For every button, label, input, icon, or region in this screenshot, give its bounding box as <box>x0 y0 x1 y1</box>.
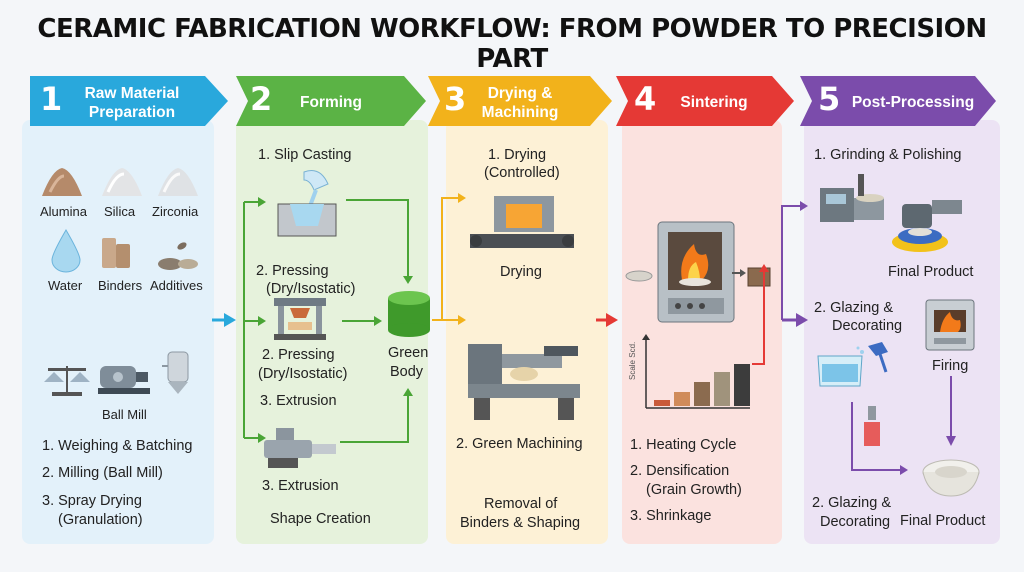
glazing-a-label: 2. Glazing & <box>814 300 893 316</box>
final-product-b-label: Final Product <box>900 513 986 529</box>
grinding-machine-icon <box>820 174 884 222</box>
material-label-water: Water <box>48 278 83 293</box>
stage5-label: Post-Processing <box>851 94 975 111</box>
stage1-label-line2: Preparation <box>88 104 176 121</box>
extrusion-b-label: 3. Extrusion <box>262 478 339 494</box>
pressing-b-detail: (Dry/Isostatic) <box>258 366 348 382</box>
drying-detail: (Controlled) <box>484 165 560 181</box>
stage3-panel <box>446 120 608 544</box>
stage3-label-line2: Machining <box>481 104 559 121</box>
stage4-header-arrow <box>616 76 794 126</box>
stage4-step-2: 2. Densification <box>630 463 730 479</box>
green-body-label-line1: Green <box>388 345 429 361</box>
stage1-label-line1: Raw Material <box>84 85 180 102</box>
pressing-machine-icon <box>274 298 326 340</box>
additives-icon <box>158 242 198 270</box>
stage3-header-arrow <box>428 76 612 126</box>
stage2-header-arrow <box>236 76 426 126</box>
stage1-step-3: 3. Spray Drying <box>42 493 142 509</box>
extrusion-a-label: 3. Extrusion <box>260 393 337 409</box>
sintering-furnace-icon <box>657 221 735 323</box>
page-title: CERAMIC FABRICATION WORKFLOW: FROM POWDE… <box>37 14 987 74</box>
stage2-number: 2 <box>250 80 273 118</box>
material-label-binders: Binders <box>98 278 143 293</box>
drying-label: 1. Drying <box>488 147 547 163</box>
slip-casting-label: 1. Slip Casting <box>258 147 352 163</box>
glaze-tank-spray-icon <box>817 342 888 387</box>
water-drop-icon <box>51 229 81 273</box>
ball-mill-label: Ball Mill <box>102 407 147 422</box>
forming-flow-lines <box>243 197 413 443</box>
flow-arrow-3-to-4 <box>596 313 618 327</box>
green-machining-label: 2. Green Machining <box>456 436 583 452</box>
polishing-machine-icon <box>892 200 962 252</box>
stage3-footer-line2: Binders & Shaping <box>460 515 581 531</box>
dipping-tool-icon <box>864 406 880 446</box>
green-disc-input-icon <box>625 270 653 282</box>
stage1-step-3-detail: (Granulation) <box>58 512 143 528</box>
stage1-number: 1 <box>40 80 63 118</box>
stage3-number: 3 <box>444 80 467 118</box>
drying-caption: Drying <box>500 264 542 280</box>
stage5-header-arrow <box>800 76 996 126</box>
stage1-step-1: 1. Weighing & Batching <box>42 438 193 454</box>
firing-label: Firing <box>932 358 969 374</box>
alumina-powder-icon <box>42 168 82 196</box>
post-processing-flow-lines <box>851 402 908 475</box>
scale-icon <box>44 366 90 396</box>
silica-powder-icon <box>102 168 142 196</box>
pressing-a-detail: (Dry/Isostatic) <box>266 281 356 297</box>
stage1-header-arrow <box>30 76 228 126</box>
flow-arrow-4-to-5 <box>781 201 808 327</box>
stage1-step-2: 2. Milling (Ball Mill) <box>42 465 163 481</box>
firing-kiln-icon <box>925 299 975 351</box>
zirconia-powder-icon <box>158 168 198 196</box>
drying-oven-conveyor-icon <box>470 196 574 248</box>
material-label-silica: Silica <box>104 204 136 219</box>
flow-arrow-1-to-2 <box>212 313 236 327</box>
stage4-label: Sintering <box>680 94 748 111</box>
sintered-block-icon <box>747 267 771 287</box>
stage4-step-2-detail: (Grain Growth) <box>646 482 742 498</box>
stage2-footer: Shape Creation <box>270 511 371 527</box>
firing-to-product-arrow <box>946 376 956 446</box>
material-label-zirconia: Zirconia <box>152 204 199 219</box>
spray-dryer-icon <box>162 351 189 394</box>
stage3-footer-line1: Removal of <box>484 496 558 512</box>
stage5-number: 5 <box>818 80 841 118</box>
material-label-additives: Additives <box>150 278 203 293</box>
glazing-b-detail: Decorating <box>820 514 891 530</box>
glazing-b-label: 2. Glazing & <box>812 495 891 511</box>
ball-mill-icon <box>98 366 150 394</box>
stage4-panel <box>622 120 782 544</box>
stage4-step-1: 1. Heating Cycle <box>630 437 737 453</box>
shrinkage-chart <box>642 264 769 409</box>
lathe-machine-icon <box>468 344 580 420</box>
stage4-step-3: 3. Shrinkage <box>630 508 712 524</box>
material-label-alumina: Alumina <box>40 204 87 219</box>
pressing-b-label: 2. Pressing <box>262 347 335 363</box>
glazing-a-detail: Decorating <box>832 318 903 334</box>
green-body-cylinder-icon <box>388 291 430 337</box>
final-product-bowl-icon <box>922 459 980 497</box>
grinding-polishing-label: 1. Grinding & Polishing <box>814 147 962 163</box>
stage3-label-line1: Drying & <box>487 85 553 102</box>
stage2-label: Forming <box>300 94 362 111</box>
furnace-to-block-arrow <box>732 269 746 277</box>
green-body-label-line2: Body <box>390 364 424 380</box>
stage4-number: 4 <box>634 80 657 118</box>
binders-icon <box>102 238 130 268</box>
extruder-icon <box>264 428 336 468</box>
flow-arrow-2-to-3 <box>432 193 466 325</box>
slip-casting-mold-icon <box>277 170 337 237</box>
final-product-a-label: Final Product <box>888 264 974 280</box>
pressing-a-label: 2. Pressing <box>256 263 329 279</box>
